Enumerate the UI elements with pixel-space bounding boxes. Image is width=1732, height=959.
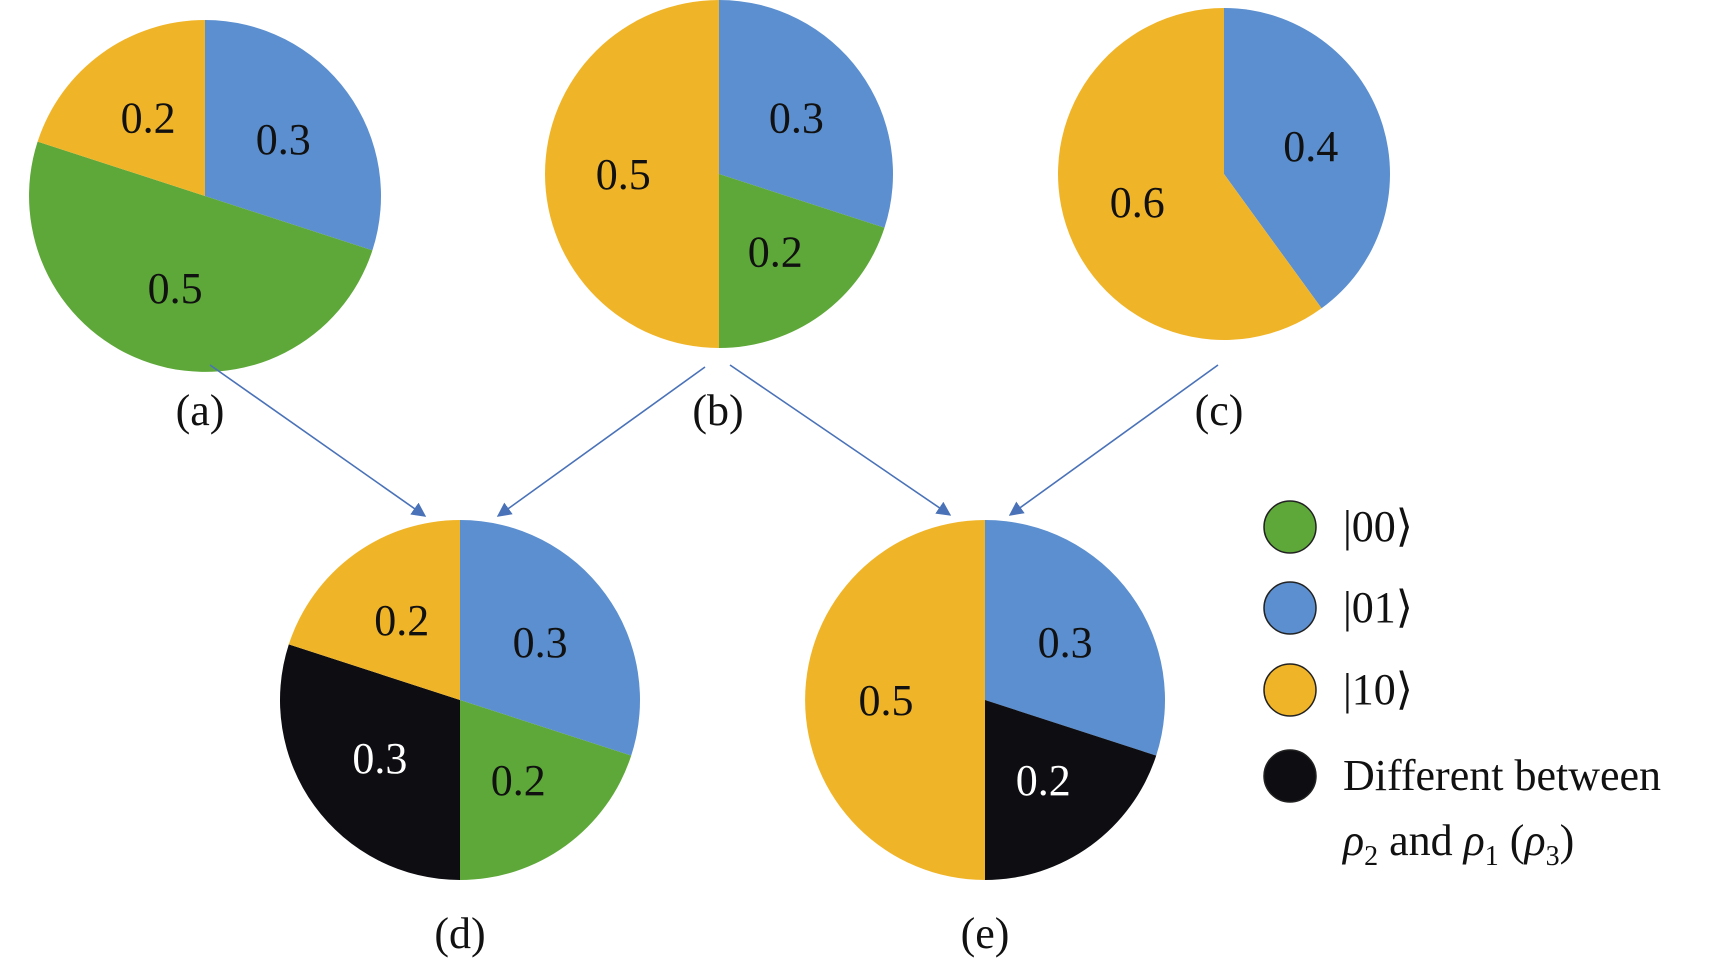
panel-label-a: (a) — [176, 386, 225, 435]
pie-c-slice-1 — [1058, 8, 1322, 340]
legend-label-01: |01⟩ — [1343, 583, 1413, 632]
arrow-a-to-d — [209, 364, 427, 517]
pie-b-label-0: 0.3 — [769, 94, 824, 143]
pie-a-slice-2 — [37, 20, 205, 196]
pie-a: 0.3 0.5 0.2 — [29, 20, 382, 372]
pie-a-label-0: 0.3 — [256, 115, 311, 164]
legend-label-10: |10⟩ — [1343, 665, 1413, 714]
pie-d-label-1: 0.2 — [491, 756, 546, 805]
pie-e: 0.3 0.2 0.5 — [805, 520, 1165, 880]
arrows-layer — [209, 364, 1219, 517]
pie-e-label-2: 0.5 — [859, 676, 914, 725]
legend-label-different: Different between — [1343, 751, 1661, 800]
pie-d: 0.3 0.2 0.3 0.2 — [280, 520, 640, 880]
panel-label-e: (e) — [961, 909, 1010, 958]
pie-d-label-3: 0.2 — [374, 596, 429, 645]
pie-b: 0.3 0.2 0.5 — [545, 0, 893, 348]
arrow-c-to-e — [1008, 364, 1219, 516]
legend-swatch-01 — [1263, 581, 1317, 635]
pie-b-slice-1 — [719, 174, 885, 348]
pie-d-label-2: 0.3 — [352, 734, 407, 783]
pie-e-slice-1 — [985, 700, 1157, 880]
arrow-b-to-e — [729, 364, 952, 516]
pie-e-label-1: 0.2 — [1016, 756, 1071, 805]
legend-swatch-00 — [1263, 500, 1317, 554]
pie-e-label-0: 0.3 — [1038, 618, 1093, 667]
pie-b-slice-0 — [719, 0, 893, 228]
pie-d-label-0: 0.3 — [513, 618, 568, 667]
pie-e-slice-0 — [985, 520, 1165, 756]
legend-swatch-different — [1263, 749, 1317, 803]
pie-b-label-1: 0.2 — [748, 227, 803, 276]
pie-d-slice-3 — [288, 520, 460, 700]
pie-d-slice-0 — [460, 520, 640, 756]
legend-swatch-10 — [1263, 663, 1317, 717]
panel-label-c: (c) — [1195, 386, 1244, 435]
pie-d-slice-2 — [280, 644, 460, 880]
pie-b-slice-2 — [545, 0, 719, 348]
pie-c-label-0: 0.4 — [1283, 122, 1338, 171]
legend: |00⟩ |01⟩ |10⟩ Different between ρ2 and … — [1263, 500, 1661, 872]
pie-c-label-1: 0.6 — [1110, 178, 1165, 227]
arrow-b-to-d — [496, 366, 706, 517]
pie-c: 0.4 0.6 — [1058, 8, 1391, 340]
pie-a-slice-0 — [205, 20, 382, 251]
panel-labels: (a) (b) (c) (d) (e) — [176, 386, 1244, 958]
pie-c-slice-0 — [1224, 8, 1391, 309]
pie-b-label-2: 0.5 — [596, 150, 651, 199]
pie-a-slice-1 — [29, 141, 373, 372]
pie-d-slice-1 — [460, 700, 632, 880]
pie-a-label-2: 0.2 — [121, 94, 176, 143]
pie-e-slice-2 — [805, 520, 985, 880]
panel-label-b: (b) — [692, 386, 743, 435]
pie-a-label-1: 0.5 — [148, 264, 203, 313]
panel-label-d: (d) — [434, 909, 485, 958]
legend-label-rho: ρ2 and ρ1 (ρ3) — [1341, 816, 1574, 872]
legend-label-00: |00⟩ — [1343, 502, 1413, 551]
